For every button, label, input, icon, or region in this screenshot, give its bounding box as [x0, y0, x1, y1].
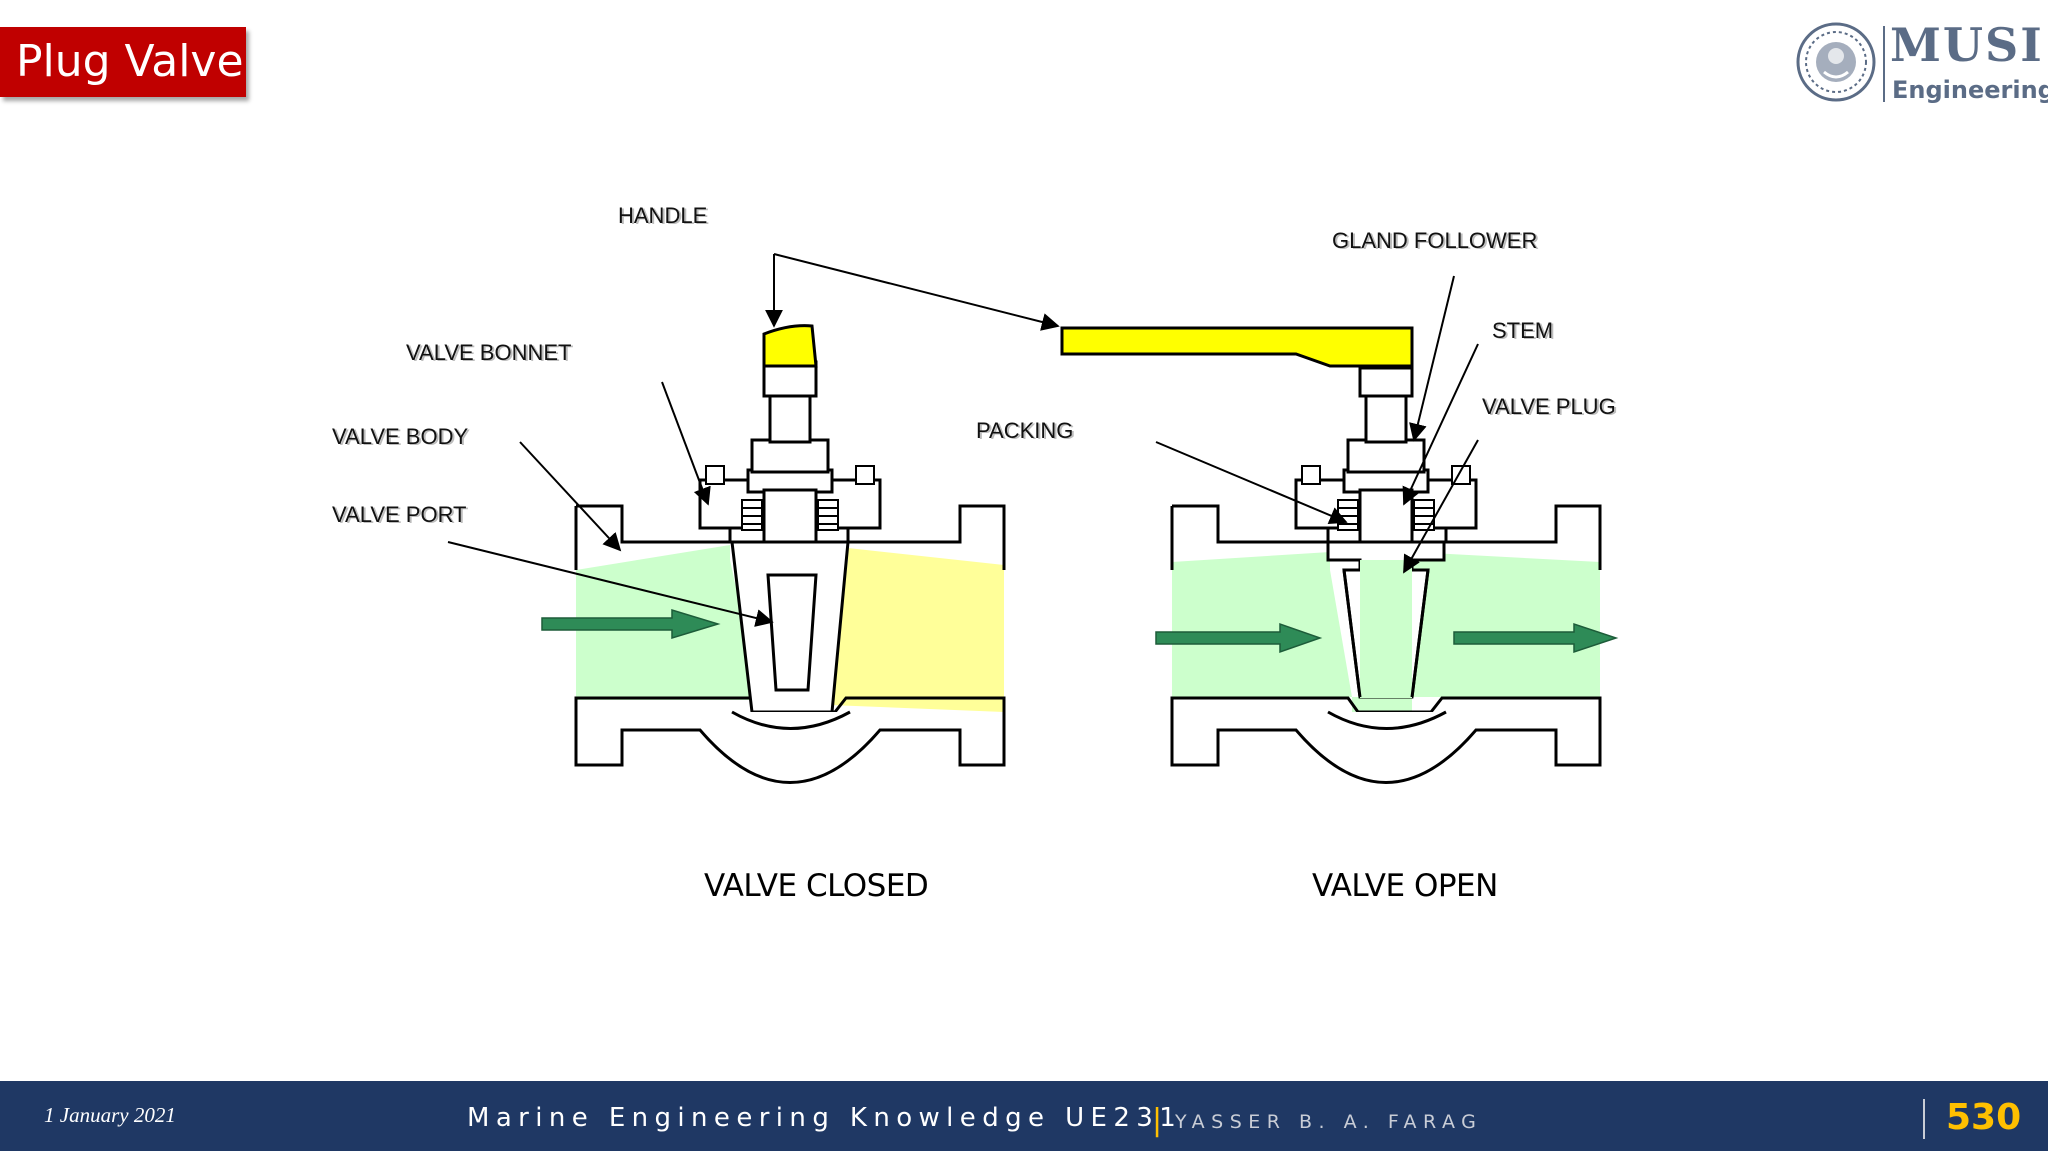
page-number: 530: [1946, 1097, 2022, 1138]
musi-logo-emblem-icon: [1796, 22, 1876, 102]
footer-divider: [1923, 1099, 1925, 1139]
open-fluid-region: [1172, 552, 1352, 697]
label-packing: PACKING: [976, 418, 1074, 443]
caption-valve-closed: VALVE CLOSED: [704, 868, 929, 904]
leader-valve-plug: [1403, 439, 1479, 574]
logo-divider: [1883, 26, 1885, 102]
footer-bar: 1 January 2021 Marine Engineering Knowle…: [0, 1081, 2048, 1151]
label-valve-plug: VALVE PLUG: [1482, 394, 1616, 419]
label-valve-port: VALVE PORT: [332, 502, 467, 527]
leader-gland-follower: [1409, 275, 1455, 442]
logo-subtitle: Engineering: [1892, 76, 2048, 104]
blocked-fluid-region: [830, 548, 1004, 712]
valve-closed-drawing: [541, 324, 1006, 784]
footer-date: 1 January 2021: [44, 1103, 176, 1127]
label-stem: STEM: [1492, 318, 1554, 343]
caption-valve-open: VALVE OPEN: [1312, 868, 1498, 904]
leader-valve-body: [519, 441, 622, 552]
flow-arrow-closed-in: [541, 608, 721, 640]
leader-valve-port: [447, 541, 774, 627]
footer-separator: |: [1152, 1103, 1163, 1138]
label-handle: HANDLE: [618, 203, 708, 228]
label-valve-body: VALVE BODY: [332, 424, 469, 449]
valve-open-drawing: [1060, 326, 1619, 784]
leader-handle-open: [773, 253, 1060, 331]
handle-side-view: [1060, 326, 1414, 368]
valve-port-closed: [766, 573, 818, 692]
label-valve-bonnet: VALVE BONNET: [406, 340, 572, 365]
logo-name: MUSI: [1890, 18, 2044, 72]
label-gland-follower: GLAND FOLLOWER: [1332, 228, 1538, 253]
leader-valve-bonnet: [661, 381, 711, 506]
footer-author: YASSER B. A. FARAG: [1175, 1111, 1483, 1133]
flow-arrow-open-in: [1155, 622, 1323, 654]
footer-course: Marine Engineering Knowledge UE231: [467, 1103, 1183, 1133]
flow-arrow-open-out: [1453, 622, 1619, 654]
slide-title: Plug Valve: [0, 27, 246, 97]
leader-packing: [1155, 441, 1348, 525]
handle-end-view: [762, 324, 818, 368]
leader-lines: [447, 253, 1479, 627]
leader-stem: [1402, 343, 1479, 506]
